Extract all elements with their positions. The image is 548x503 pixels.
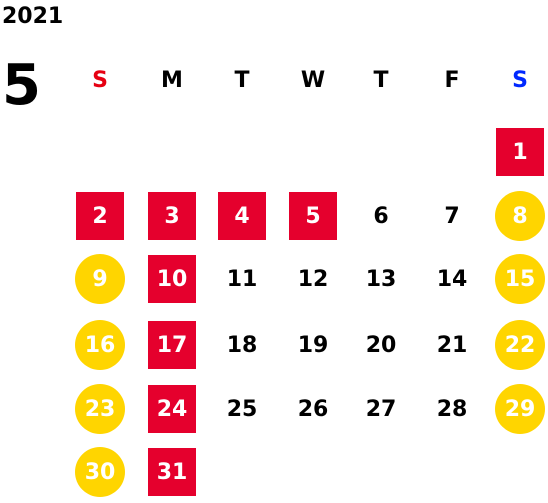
day-cell[interactable]: 27 [365,396,397,422]
weekday-label: S [92,68,108,93]
day-cell[interactable]: 31 [148,448,196,496]
day-cell[interactable]: 6 [373,203,389,229]
weekday-label: M [161,68,183,93]
day-cell[interactable]: 20 [365,332,397,358]
day-cell[interactable]: 26 [297,396,329,422]
day-cell[interactable]: 3 [148,192,196,240]
day-cell[interactable]: 11 [226,266,258,292]
calendar-month: 5 [2,53,41,118]
day-cell[interactable]: 4 [218,192,266,240]
day-cell[interactable]: 17 [148,321,196,369]
calendar-year: 2021 [2,4,64,29]
day-cell[interactable]: 22 [495,320,545,370]
day-cell[interactable]: 16 [75,320,125,370]
day-cell[interactable]: 23 [75,384,125,434]
day-cell[interactable]: 13 [365,266,397,292]
day-cell[interactable]: 25 [226,396,258,422]
day-cell[interactable]: 5 [289,192,337,240]
day-cell[interactable]: 7 [444,203,460,229]
weekday-label: T [234,68,250,93]
day-cell[interactable]: 24 [148,385,196,433]
day-cell[interactable]: 12 [297,266,329,292]
day-cell[interactable]: 18 [226,332,258,358]
day-cell[interactable]: 8 [495,191,545,241]
day-cell[interactable]: 9 [75,254,125,304]
weekday-label: F [444,68,460,93]
day-cell[interactable]: 1 [496,128,544,176]
day-cell[interactable]: 10 [148,255,196,303]
day-cell[interactable]: 30 [75,447,125,497]
day-cell[interactable]: 15 [495,254,545,304]
day-cell[interactable]: 21 [436,332,468,358]
weekday-label: W [300,68,326,93]
weekday-label: T [373,68,389,93]
weekday-label: S [512,68,528,93]
day-cell[interactable]: 14 [436,266,468,292]
day-cell[interactable]: 2 [76,192,124,240]
day-cell[interactable]: 29 [495,384,545,434]
day-cell[interactable]: 19 [297,332,329,358]
day-cell[interactable]: 28 [436,396,468,422]
